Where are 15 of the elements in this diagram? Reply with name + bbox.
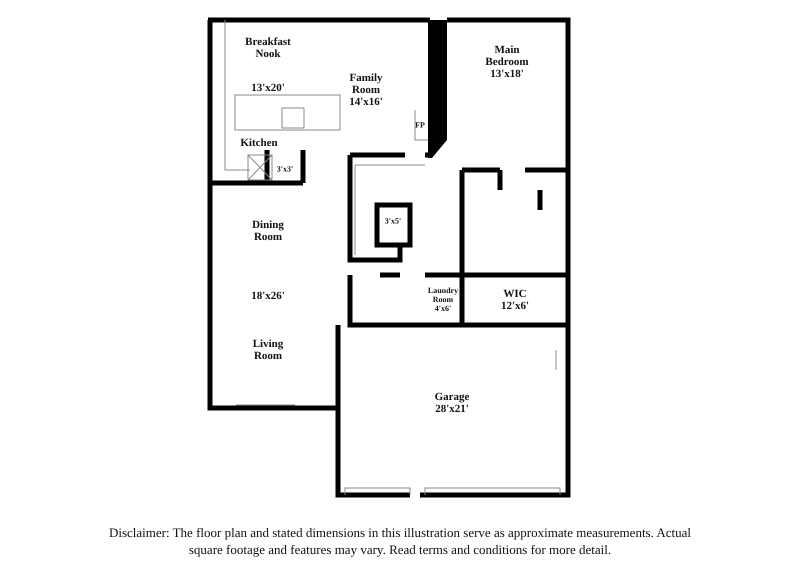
- room-label: Main Bedroom 13'x18': [484, 44, 530, 80]
- room-label: Living Room: [252, 338, 284, 362]
- room-label: Laundry Room 4'x6': [426, 286, 460, 314]
- room-label: 18'x26': [250, 290, 286, 302]
- room-label: Family Room 14'x16': [348, 72, 384, 108]
- room-label: Dining Room: [251, 218, 285, 244]
- room-label: WIC 12'x6': [500, 288, 530, 312]
- room-label: 13'x20': [250, 82, 286, 94]
- room-label: 3'x5': [384, 218, 402, 226]
- room-label: Breakfast Nook: [244, 36, 292, 60]
- room-label: 3'x3': [276, 166, 294, 174]
- room-label: FP: [414, 122, 426, 130]
- disclaimer-text: Disclaimer: The floor plan and stated dimensions in this illustration serve as approximate measurements. Actual square footage and features may vary. Read terms and conditions for more detail.: [108, 525, 692, 559]
- room-label: Garage 28'x21': [434, 390, 470, 416]
- room-label: Kitchen: [239, 136, 279, 150]
